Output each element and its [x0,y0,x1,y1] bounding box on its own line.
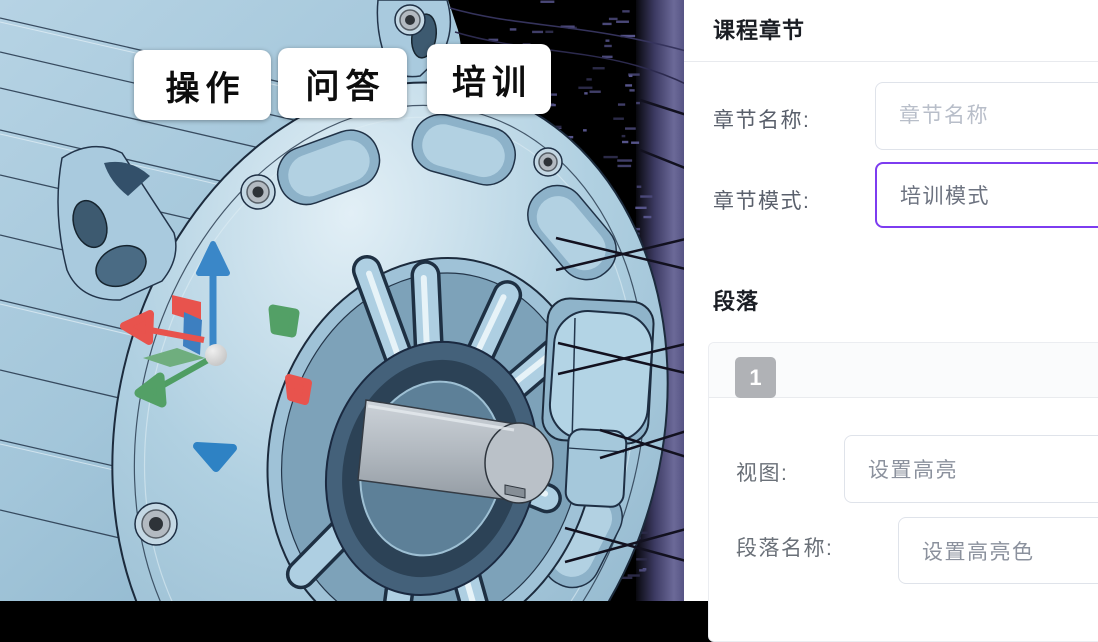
gizmo-rotate-handle-blue[interactable] [193,442,237,472]
screw-boss [394,4,426,36]
view-input[interactable] [844,435,1098,503]
section-title-paragraph: 段落 [713,289,760,314]
mounting-ear [57,145,177,301]
section-title-course-chapter: 课程章节 [713,18,806,43]
view-label: 视图: [736,462,789,485]
cad-viewport[interactable]: 操作 问答 培训 [0,0,690,601]
chapter-name-label: 章节名称: [713,109,811,132]
tab-operation-button[interactable]: 操作 [134,50,271,120]
tab-qa-button[interactable]: 问答 [278,48,407,118]
gizmo-z-arrow[interactable] [196,241,230,352]
gizmo-center-sphere[interactable] [205,344,227,366]
gizmo-x-arrow[interactable] [120,310,205,345]
gizmo-plane-xz[interactable] [143,348,205,367]
screw-boss [240,174,276,210]
course-editor-panel: 课程章节 章节名称: 章节模式: 段落 1 视图: 段落名称: [684,0,1098,642]
paragraph-card: 1 视图: 段落名称: [708,342,1098,642]
motor-3d-scene[interactable] [0,0,690,601]
screw-boss [533,147,563,177]
paragraph-name-label: 段落名称: [736,537,834,560]
gizmo-rotate-handle-green[interactable] [268,304,300,338]
chapter-mode-label: 章节模式: [713,190,811,213]
paragraph-index-badge[interactable]: 1 [735,357,776,398]
paragraph-name-input[interactable] [898,517,1098,584]
chapter-mode-input[interactable] [875,162,1098,228]
gizmo-plane-xy[interactable] [172,295,201,323]
gizmo-y-arrow[interactable] [134,357,210,408]
gizmo-plane-yz[interactable] [183,312,202,355]
section-divider [684,61,1098,62]
junction-box[interactable] [541,297,655,508]
tab-training-button[interactable]: 培训 [427,44,551,114]
chapter-name-input[interactable] [875,82,1098,150]
motor-shaft[interactable] [357,399,554,504]
screw-boss [134,502,178,546]
gizmo-rotate-handle-red[interactable] [285,374,312,405]
wireframe-lines [449,7,690,564]
transform-gizmo[interactable] [120,241,312,472]
